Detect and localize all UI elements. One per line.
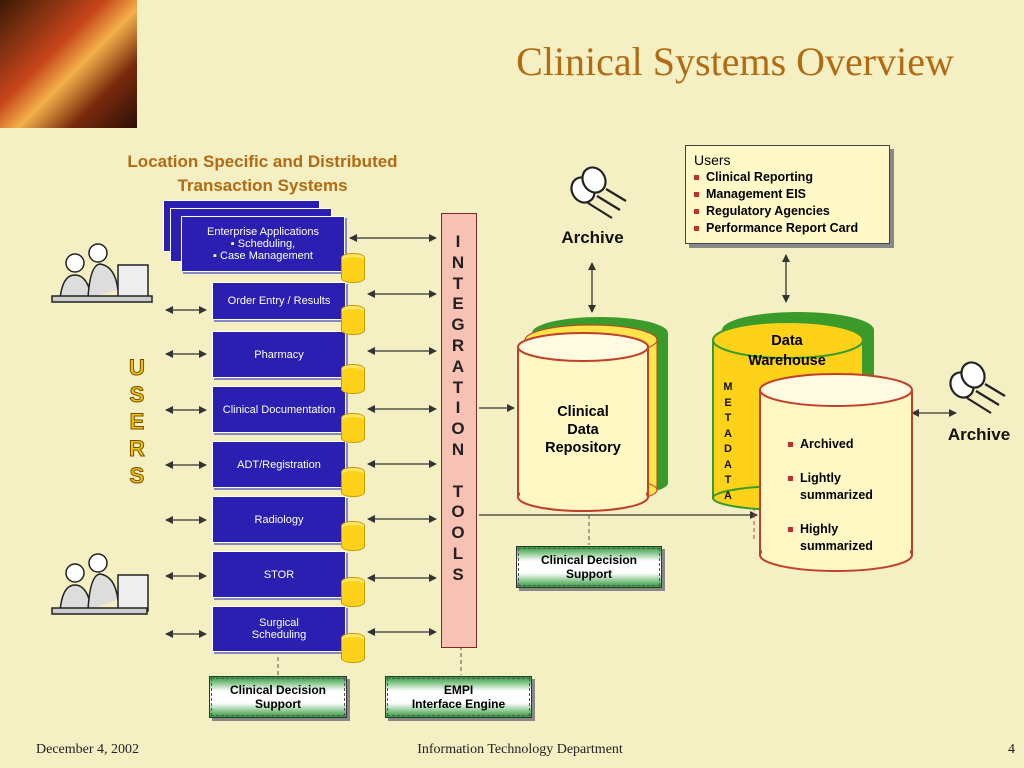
enterprise-applications-box[interactable]: Enterprise Applications ▪ Scheduling, ▪ …	[181, 216, 345, 272]
archive-tiers-list: Archived Lightly summarized Highly summa…	[788, 436, 906, 555]
app-order-entry[interactable]: Order Entry / Results	[212, 282, 346, 320]
app-integration-arrows	[349, 234, 437, 636]
warehouse-cylinders	[712, 312, 913, 572]
users-box-heading: Users	[694, 152, 731, 168]
database-icon	[341, 253, 365, 283]
enterprise-apps-item: ▪ Case Management	[213, 250, 313, 262]
footer-page-number: 4	[1008, 742, 1015, 757]
app-adt-registration[interactable]: ADT/Registration	[212, 441, 346, 488]
enterprise-apps-title: Enterprise Applications	[207, 226, 319, 238]
cds-line-2: Support	[255, 697, 301, 711]
user-app-arrows	[165, 306, 207, 638]
app-radiology[interactable]: Radiology	[212, 496, 346, 543]
metadata-letter: A	[724, 489, 732, 502]
integration-letter: O	[451, 523, 465, 543]
repository-cylinders	[517, 317, 668, 512]
database-icon	[341, 577, 365, 607]
metadata-letter: E	[724, 396, 732, 409]
people-icon	[51, 243, 153, 303]
repo-line: Data	[567, 422, 599, 438]
clinical-data-repository-label: Clinical Data Repository	[520, 403, 646, 457]
empi-line-1: EMPI	[443, 683, 474, 697]
database-icon	[341, 633, 365, 663]
users-vertical-label: U S E R S	[122, 354, 152, 489]
archive-tier-item: Highly summarized	[788, 521, 906, 555]
database-icon	[341, 364, 365, 394]
location-heading-line-2: Transaction Systems	[177, 176, 348, 195]
integration-letter: A	[451, 356, 465, 376]
archive-icon	[570, 166, 627, 219]
integration-tools-label: I N T E G R A T I O N T O O L S	[441, 232, 475, 586]
integration-tools-bar[interactable]	[441, 213, 477, 648]
enterprise-apps-item: ▪ Scheduling,	[230, 238, 296, 250]
metadata-letter: D	[724, 443, 732, 455]
database-icon	[341, 413, 365, 443]
metadata-letter: A	[724, 458, 732, 471]
integration-letter: G	[451, 315, 465, 335]
users-letter: E	[129, 409, 145, 435]
clinical-decision-support-mid-box[interactable]: Clinical Decision Support	[516, 546, 662, 588]
data-warehouse-label: Data Warehouse	[723, 331, 851, 371]
integration-letter: R	[451, 335, 465, 355]
empi-line-2: Interface Engine	[411, 697, 506, 711]
empi-interface-engine-box[interactable]: EMPI Interface Engine	[385, 676, 532, 718]
integration-letter: S	[452, 564, 464, 584]
app-stor[interactable]: STOR	[212, 551, 346, 598]
warehouse-line: Warehouse	[748, 353, 826, 369]
archive-label-2: Archive	[947, 425, 1011, 444]
metadata-letter: T	[724, 412, 732, 424]
repo-line: Repository	[545, 440, 621, 456]
integration-letter: T	[452, 273, 464, 293]
cds-mid-line-2: Support	[566, 567, 612, 581]
users-box-item: Management EIS	[694, 186, 881, 203]
integration-letter: T	[452, 481, 464, 501]
users-letter: R	[129, 436, 146, 462]
metadata-letter: M	[723, 381, 733, 393]
location-heading: Location Specific and Distributed Transa…	[95, 150, 430, 198]
users-letter: U	[129, 355, 146, 381]
people-icon	[51, 553, 149, 615]
archive-icon	[949, 361, 1006, 414]
users-letter: S	[129, 382, 145, 408]
archive-tier-item: Archived	[788, 436, 906, 453]
database-icon	[341, 467, 365, 497]
integration-letter: T	[452, 377, 464, 397]
integration-letter: O	[451, 502, 465, 522]
users-box-item: Clinical Reporting	[694, 169, 881, 186]
integration-letter: I	[455, 232, 461, 251]
integration-letter: E	[452, 294, 464, 314]
metadata-vertical-label: M E T A D A T A	[719, 380, 737, 504]
integration-letter: N	[451, 252, 465, 272]
warehouse-line: Data	[771, 333, 803, 349]
integration-letter: I	[455, 398, 461, 418]
cds-mid-line-1: Clinical Decision	[540, 553, 638, 567]
slide-title: Clinical Systems Overview	[516, 39, 954, 84]
cds-line-1: Clinical Decision	[229, 683, 327, 697]
app-clinical-documentation[interactable]: Clinical Documentation	[212, 386, 346, 433]
database-icon	[341, 521, 365, 551]
metadata-letter: A	[724, 427, 732, 440]
repo-line: Clinical	[557, 404, 609, 420]
app-pharmacy[interactable]: Pharmacy	[212, 331, 346, 378]
integration-letter: O	[451, 419, 465, 439]
footer-department: Information Technology Department	[417, 742, 623, 757]
app-surgical-scheduling[interactable]: Surgical Scheduling	[212, 606, 346, 652]
integration-letter: L	[452, 543, 464, 563]
metadata-letter: T	[724, 474, 732, 486]
location-heading-line-1: Location Specific and Distributed	[127, 152, 398, 171]
users-box-item: Regulatory Agencies	[694, 203, 881, 220]
users-letter: S	[129, 463, 145, 489]
footer-date: December 4, 2002	[36, 742, 140, 757]
archive-tier-item: Lightly summarized	[788, 470, 906, 504]
archive-label-1: Archive	[561, 228, 624, 247]
users-box-item: Performance Report Card	[694, 220, 881, 237]
database-icon	[341, 305, 365, 335]
users-box[interactable]: Users Clinical Reporting Management EIS …	[685, 145, 890, 244]
integration-letter: N	[451, 439, 465, 459]
integration-letter	[441, 461, 475, 482]
clinical-decision-support-box[interactable]: Clinical Decision Support	[209, 676, 347, 718]
corner-photo	[0, 0, 137, 128]
data-flow-arrows	[479, 254, 957, 519]
